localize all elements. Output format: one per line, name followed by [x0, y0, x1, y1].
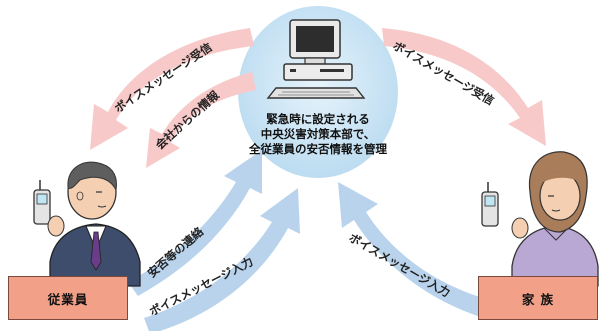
family-figure [481, 151, 599, 287]
center-description: 緊急時に設定される 中央災害対策本部で、 全従業員の安否情報を管理 [238, 112, 398, 157]
label-voice-input-right: ボイスメッセージ入力 [347, 230, 453, 299]
arrow-safety-contact [128, 150, 262, 296]
family-label-box: 家 族 [478, 276, 598, 320]
family-phone-icon [481, 182, 499, 227]
label-company-info: 会社からの情報 [152, 88, 222, 153]
employee-label: 従業員 [47, 291, 89, 307]
employee-figure [33, 161, 141, 287]
arrow-company-info [146, 72, 256, 168]
arrow-voice-input-right [338, 182, 490, 318]
computer-icon [266, 19, 366, 99]
arrow-voice-input-left [144, 188, 300, 331]
family-label: 家 族 [521, 291, 555, 307]
employee-phone-icon [33, 180, 51, 225]
arrow-voice-receive-right [382, 28, 546, 146]
center-line-2: 中央災害対策本部で、 [260, 127, 376, 141]
center-line-3: 全従業員の安否情報を管理 [249, 142, 387, 156]
arrow-voice-receive-left [90, 28, 254, 150]
center-line-1: 緊急時に設定される [266, 112, 370, 126]
employee-label-box: 従業員 [8, 276, 128, 320]
